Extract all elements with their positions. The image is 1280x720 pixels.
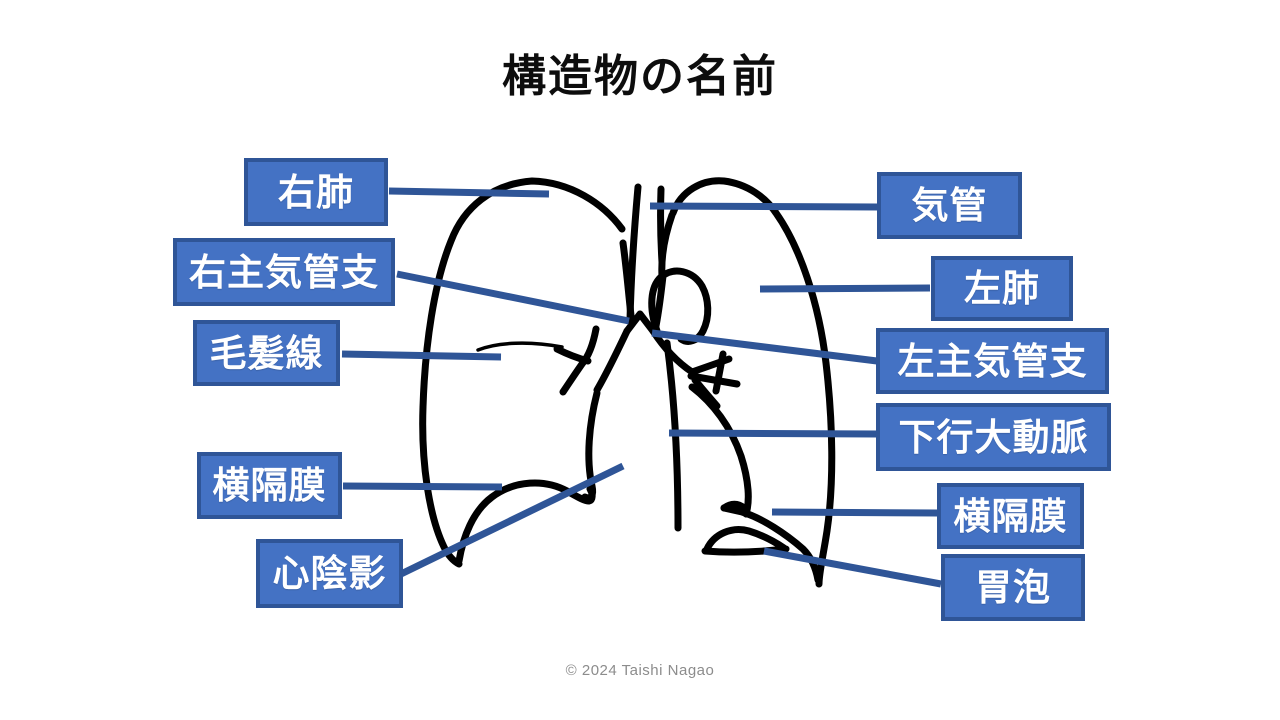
left-diaphragm-dome [720, 504, 822, 584]
connector-gastric-bubble [763, 547, 942, 588]
copyright-text: © 2024 Taishi Nagao [565, 662, 715, 679]
label-descending-aorta: 下行大動脈 [876, 403, 1111, 471]
left-lung-medial-border [658, 211, 676, 280]
left-hilum-branch-2 [687, 372, 741, 388]
right-diaphragm-dome [455, 479, 596, 565]
carina-notch [623, 310, 657, 335]
left-lung-outline [669, 177, 836, 588]
hairline-artifact [476, 341, 564, 352]
page-title: 構造物の名前 [502, 52, 778, 101]
right-main-bronchus-line [593, 327, 631, 394]
label-diaphragm-left: 横隔膜 [197, 452, 342, 519]
connector-diaphragm-right [771, 508, 939, 517]
label-trachea: 気管 [877, 172, 1022, 239]
right-lung-outline [419, 177, 626, 568]
label-right-lung: 右肺 [244, 158, 388, 226]
label-diaphragm-right: 横隔膜 [937, 483, 1084, 549]
label-hairline: 毛髪線 [193, 320, 340, 386]
connector-left-lung [759, 284, 931, 293]
connector-lines [341, 187, 942, 588]
label-right-main-bronchus: 右主気管支 [173, 238, 395, 306]
connector-descending-aorta [668, 429, 878, 438]
left-diaphragm-tip [720, 500, 748, 512]
connector-right-main-bronchus [396, 270, 630, 325]
connector-left-main-bronchus [651, 329, 878, 365]
label-left-main-bronchus: 左主気管支 [876, 328, 1109, 394]
label-heart-shadow: 心陰影 [256, 539, 403, 608]
trachea-left-wall [626, 183, 642, 324]
gastric-bubble-base [701, 545, 790, 556]
right-bronchus-branch-2 [553, 345, 592, 365]
label-gastric-bubble: 胃泡 [941, 554, 1085, 621]
connector-right-lung [388, 187, 550, 198]
left-heart-border [688, 383, 752, 518]
label-left-lung: 左肺 [931, 256, 1073, 321]
connector-hairline [341, 350, 502, 361]
connector-heart-shadow [399, 462, 625, 578]
left-hilum-branch-4 [712, 350, 727, 395]
connector-trachea [649, 202, 878, 211]
right-bronchus-branch-1 [559, 325, 600, 396]
gastric-bubble-dome [703, 526, 788, 553]
descending-aorta-line [663, 339, 682, 532]
lung-sketch [419, 177, 836, 588]
connector-diaphragm-left [342, 482, 503, 491]
